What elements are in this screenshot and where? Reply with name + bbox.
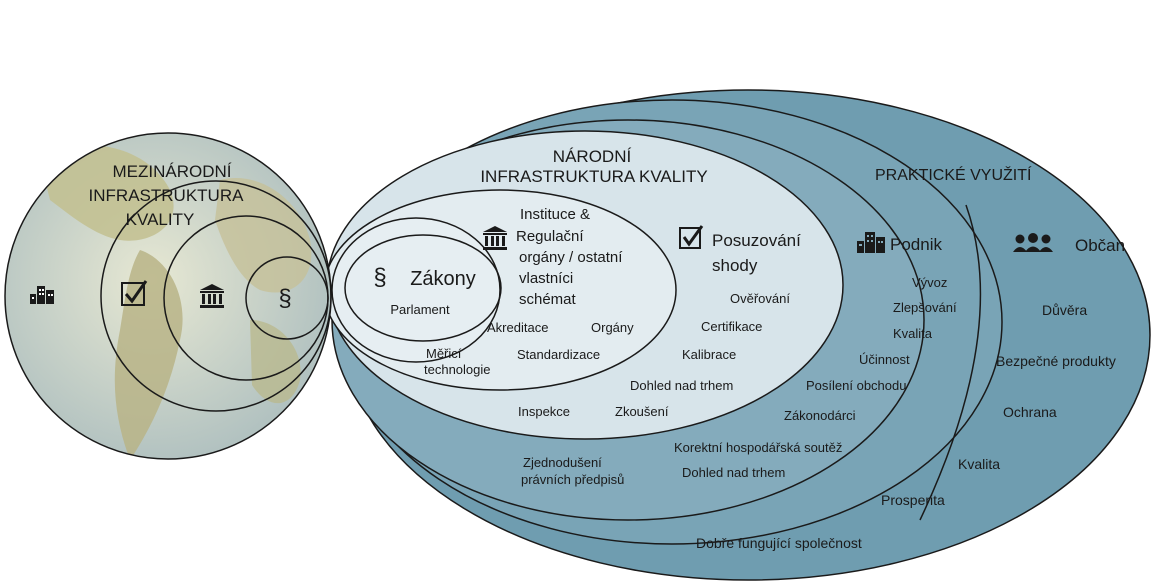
item-ucinnost: Účinnost: [859, 352, 910, 367]
institutions-line5: schémat: [519, 291, 577, 308]
national-title-line1: NÁRODNÍ: [553, 147, 632, 166]
item-kvalita-podnik: Kvalita: [893, 326, 933, 341]
item-akreditace: Akreditace: [487, 320, 548, 335]
institution-icon: [200, 284, 224, 308]
item-organy: Orgány: [591, 320, 634, 335]
conformity-line1: Posuzování: [712, 231, 801, 250]
practical-obcan-label: Občan: [1075, 236, 1125, 255]
institutions-line3: orgány / ostatní: [519, 249, 623, 266]
practical-title: PRAKTICKÉ VYUŽITÍ: [875, 165, 1032, 184]
institution-icon: [483, 226, 507, 250]
intl-title-line3: KVALITY: [126, 210, 195, 229]
laws-ellipse: [331, 217, 501, 363]
item-duvera: Důvěra: [1042, 302, 1087, 318]
institutions-line1: Instituce &: [520, 206, 590, 223]
intl-laws-circle: [245, 256, 329, 340]
item-overovani: Ověřování: [730, 291, 790, 306]
practical-divider-curve: [919, 204, 982, 521]
item-korektni-soutez: Korektní hospodářská soutěž: [674, 440, 842, 455]
institutions-line4: vlastníci: [519, 270, 573, 287]
item-kvalita-obcan: Kvalita: [958, 456, 1000, 472]
item-kalibrace: Kalibrace: [682, 347, 736, 362]
intl-title-line2: INFRASTRUKTURA: [89, 186, 245, 205]
practical-podnik-label: Podnik: [890, 235, 942, 254]
checkmark-box-icon: [679, 225, 704, 249]
item-standardizace: Standardizace: [517, 347, 600, 362]
laws-label: Zákony: [410, 268, 476, 290]
item-bezpecne-produkty: Bezpečné produkty: [996, 353, 1116, 369]
item-inspekce: Inspekce: [518, 404, 570, 419]
factory-icon: [857, 232, 885, 253]
item-zlepsovani: Zlepšování: [893, 300, 957, 315]
national-title-line2: INFRASTRUKTURA KVALITY: [480, 167, 707, 186]
intl-title-line1: MEZINÁRODNÍ: [113, 162, 232, 181]
item-zkouseni: Zkoušení: [615, 404, 669, 419]
people-icon: [1013, 233, 1053, 252]
section-sign-icon: §: [278, 285, 291, 312]
item-zakonodarci: Zákonodárci: [784, 408, 856, 423]
laws-parliament: Parlament: [390, 302, 450, 317]
intl-conformity-circle: [100, 180, 332, 412]
item-meric-line1: Měřicí: [426, 346, 462, 361]
item-meric-line2: technologie: [424, 362, 491, 377]
conformity-line2: shody: [712, 256, 758, 275]
item-zjednoduseni-line1: Zjednodušení: [523, 455, 602, 470]
society-label: Dobře fungující společnost: [696, 535, 862, 551]
item-dohled-nad-trhem: Dohled nad trhem: [630, 378, 733, 393]
item-certifikace: Certifikace: [701, 319, 762, 334]
item-dohled-nad-trhem-2: Dohled nad trhem: [682, 465, 785, 480]
item-vyvoz: Vývoz: [912, 275, 947, 290]
item-zjednoduseni-line2: právních předpisů: [521, 472, 624, 487]
item-ochrana: Ochrana: [1003, 404, 1057, 420]
checkmark-box-icon: [121, 280, 148, 306]
item-posileni-obchodu: Posílení obchodu: [806, 378, 906, 393]
laws-section-glyph: §: [373, 264, 386, 291]
item-prosperita: Prosperita: [881, 492, 945, 508]
factory-icon: [30, 286, 54, 304]
institutions-line2: Regulační: [516, 228, 584, 245]
laws-inner-ellipse: [344, 234, 502, 342]
